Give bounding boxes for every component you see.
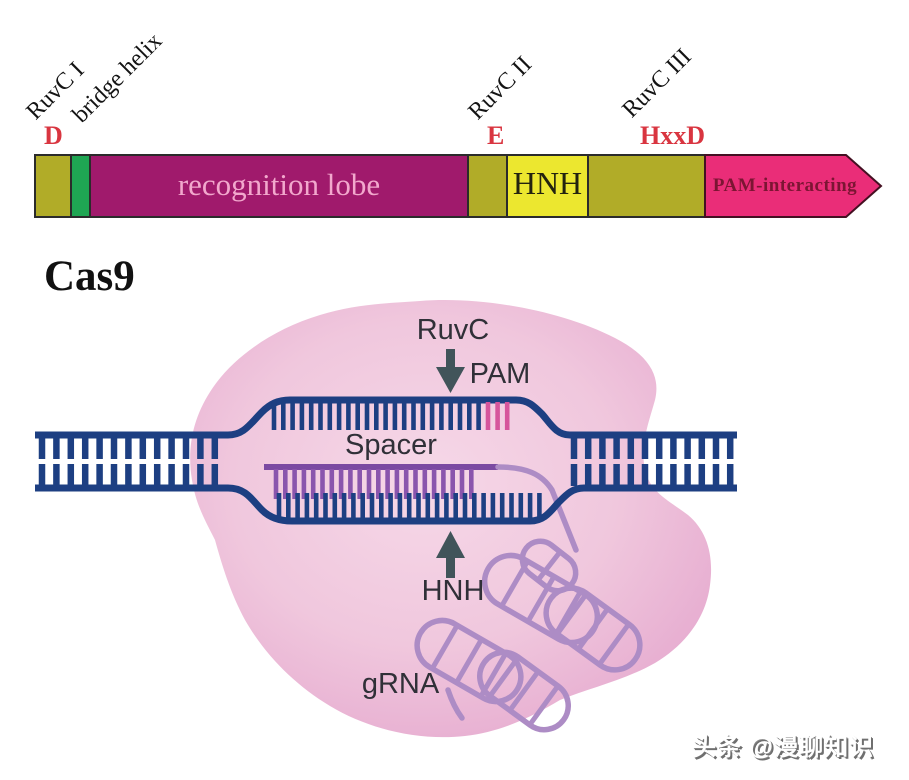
grna-strand [264,464,643,733]
dna-top-strand [35,396,737,439]
residue-e: E [487,121,505,150]
dna-left-rungs-top [38,437,219,459]
domain-bar [34,154,883,218]
pam-site-ticks [485,402,510,430]
hnh-domain-segment [506,154,589,218]
ruvc-arrow-icon [436,349,465,393]
dna-left-rungs-bottom [38,464,219,486]
target-strand-ticks [276,493,542,519]
hnh-arrow-icon [436,531,465,578]
residue-d: D [44,121,63,150]
hnh-label: HNH [421,575,485,607]
cas9-title: Cas9 [44,253,135,300]
displaced-strand-ticks [271,402,481,430]
recognition-lobe-segment [89,154,469,218]
ruvc-label: RuvC [416,314,490,346]
ruvc1-domain-segment [34,154,72,218]
watermark: 头条 @漫聊知识 [692,734,875,761]
bridge-helix-segment [70,154,91,218]
dna-right-rungs-bottom [570,464,734,486]
grna-base-ticks [273,469,474,499]
dna-right-rungs-top [570,437,734,459]
grna-tail-connector [495,464,579,553]
hnh-domain-label: HNH [512,165,583,201]
spacer-label: Spacer [345,429,437,461]
dna [35,396,737,525]
ruvc3-domain-segment [587,154,706,218]
residue-hxxd: HxxD [640,121,705,150]
dna-bottom-strand [35,484,737,525]
recognition-lobe-label: recognition lobe [177,167,381,202]
pam-interacting-arrow-segment [704,154,883,218]
grna-label: gRNA [361,668,440,700]
pam-label: PAM [469,358,531,390]
pam-interacting-label: PAM-interacting [712,175,858,196]
grna-hairpin-loops [414,538,643,733]
grna-tail-end [445,687,465,721]
ruvc2-domain-segment [467,154,508,218]
